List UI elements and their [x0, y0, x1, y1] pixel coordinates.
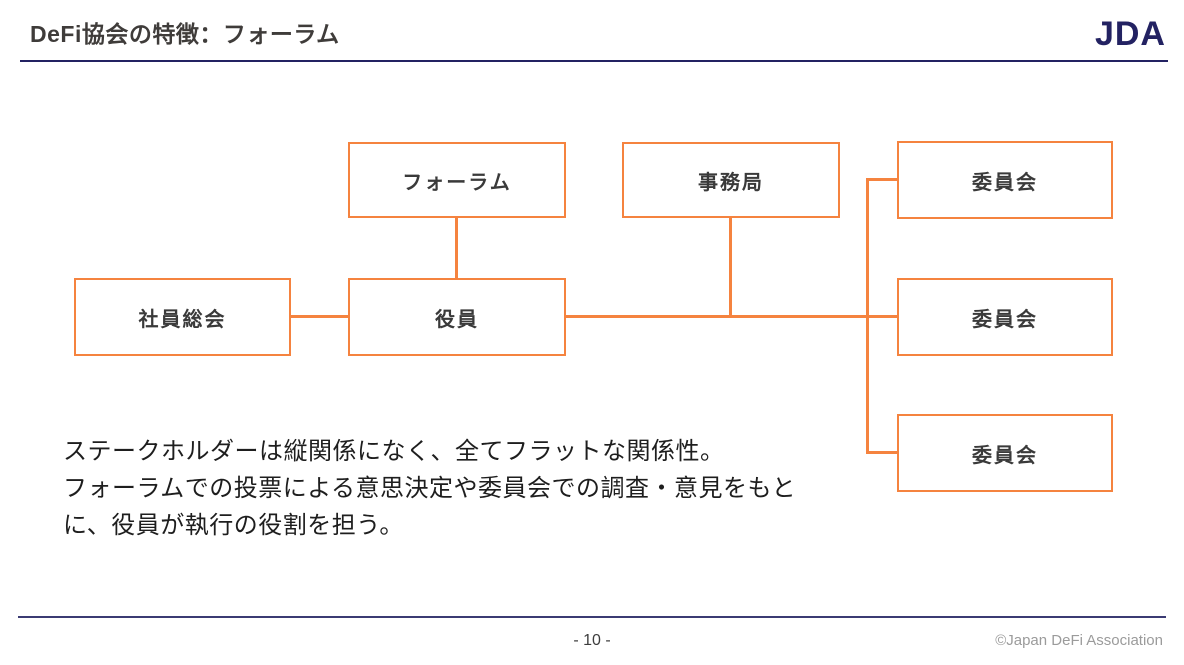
node-committee-1: 委員会 [897, 141, 1113, 219]
connector-committee-3 [866, 451, 897, 454]
description-line-3: に、役員が執行の役割を担う。 [63, 512, 404, 539]
description-line-1: ステークホルダーは縦関係になく、全てフラットな関係性。 [63, 438, 725, 465]
connector-general-meeting-officers [291, 315, 348, 318]
copyright-text: ©Japan DeFi Association [995, 632, 1163, 649]
connector-forum-officers [455, 218, 458, 278]
footer-divider [18, 616, 1166, 618]
header: DeFi協会の特徴：フォーラム JDA [20, 0, 1168, 62]
node-committee-3: 委員会 [897, 414, 1113, 492]
node-officers: 役員 [348, 278, 566, 356]
page-number: - 10 - [573, 632, 611, 649]
connector-secretariat-main [729, 218, 732, 318]
connector-committee-1 [866, 178, 897, 181]
description-line-2: フォーラムでの投票による意思決定や委員会での調査・意見をもと [63, 475, 797, 502]
node-general-meeting: 社員総会 [74, 278, 291, 356]
node-committee-2: 委員会 [897, 278, 1113, 356]
node-secretariat: 事務局 [622, 142, 840, 218]
description-text: ステークホルダーは縦関係になく、全てフラットな関係性。 フォーラムでの投票による… [63, 433, 853, 544]
connector-officers-committees [566, 315, 897, 318]
node-forum: フォーラム [348, 142, 566, 218]
page-title: DeFi協会の特徴：フォーラム [30, 21, 340, 47]
jda-logo: JDA [1094, 15, 1166, 53]
connector-committee-trunk [866, 178, 869, 454]
